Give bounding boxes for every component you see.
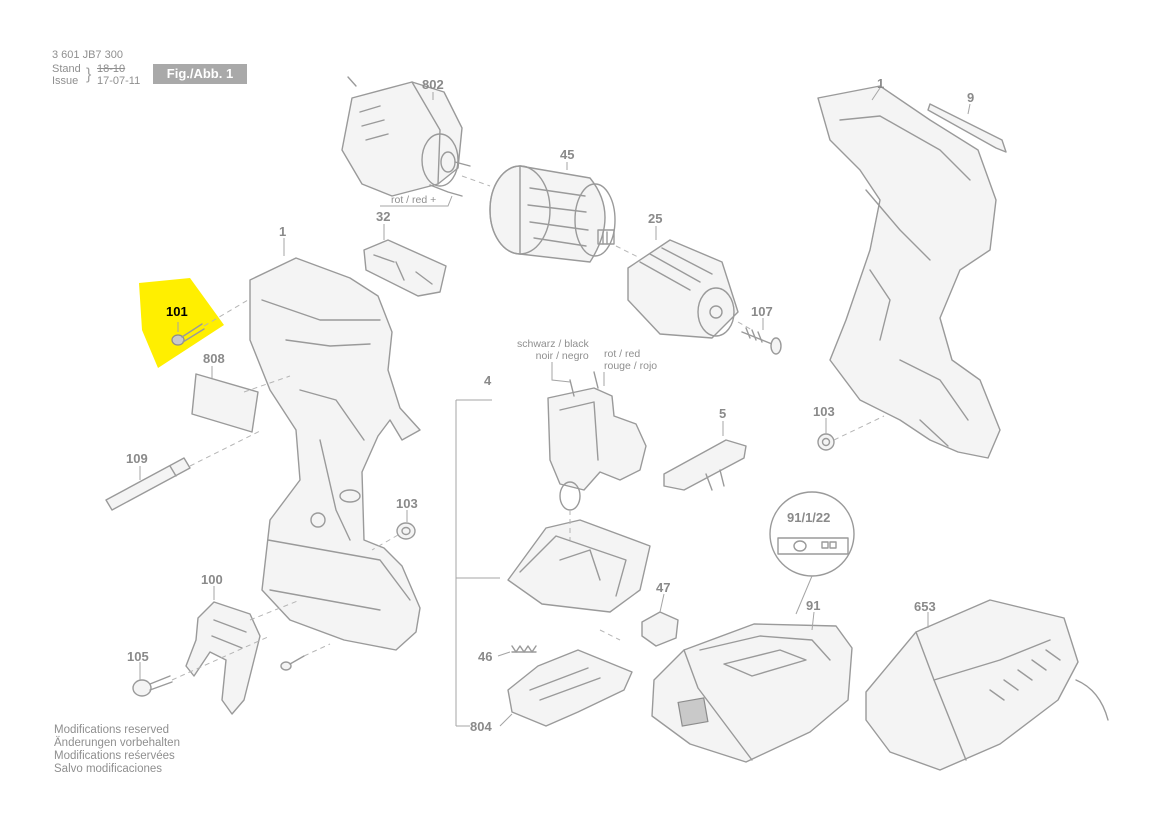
part-label-4: 4 [484,373,492,388]
charger-653 [865,599,1109,771]
part-label-5: 5 [719,406,727,421]
part-label-911-22: 91/1/22 [787,510,831,525]
part-47 [641,611,679,647]
part-label-47: 47 [656,580,671,595]
spring-46 [511,645,537,653]
switch-red-wire-label: rot / red rouge / rojo [604,348,658,372]
part-label-103-right: 103 [813,404,835,419]
part-label-1-left: 1 [279,224,287,239]
modifications-notice: Modifications reserved Änderungen vorbeh… [54,724,180,776]
figure-label: Fig./Abb. 1 [153,64,247,84]
housing-left-1 [249,257,421,651]
clip-100 [185,601,261,715]
screw-small [280,655,305,671]
label-808 [191,373,259,433]
bit-109 [105,457,191,511]
part-101-highlight [139,278,224,368]
nut-103-left [396,522,416,540]
part-32 [363,239,447,297]
label-bubble-911-22 [769,491,855,615]
part-label-45: 45 [560,147,575,162]
part-804 [507,649,633,727]
part-label-32: 32 [376,209,391,224]
part-label-91: 91 [806,598,821,613]
part-label-25: 25 [648,211,663,226]
part-label-100: 100 [201,572,223,587]
part-9 [927,103,1007,153]
motor-wire-label: rot / red + [391,194,437,206]
part-label-802: 802 [422,77,444,92]
brace-glyph: } [86,66,92,83]
screw-105 [132,675,173,697]
issue-label: Issue [52,75,79,87]
notice-line-en: Modifications reserved [54,724,170,736]
leader-lines [139,87,971,727]
notice-line-de: Änderungen vorbehalten [54,737,180,749]
switch-base [507,519,651,613]
part-label-101: 101 [166,304,188,319]
part-label-804: 804 [470,719,492,734]
part-label-109: 109 [126,451,148,466]
gearbox-45 [489,165,616,263]
part-label-105: 105 [127,649,149,664]
switch-4 [547,371,647,511]
issue-date: 17-07-11 [97,75,141,87]
part-5 [663,439,747,491]
part-label-46: 46 [478,649,493,664]
part-label-1-right: 1 [877,76,885,91]
part-label-653: 653 [914,599,936,614]
part-label-107: 107 [751,304,773,319]
part-label-808: 808 [203,351,225,366]
document-number: 3 601 JB7 300 [52,49,123,61]
notice-line-fr: Modifications reśervées [54,750,175,762]
motor-802 [341,76,471,197]
chuck-25 [627,239,739,339]
battery-91 [651,623,853,763]
nut-103-right [817,433,835,451]
notice-line-es: Salvo modificaciones [54,763,163,775]
assembly-lines [171,175,885,681]
stand-label: Stand [52,63,81,75]
switch-black-wire-label: schwarz / black noir / negro [517,338,589,362]
part-label-103-left: 103 [396,496,418,511]
screw-101 [171,322,205,346]
group-4-bracket [455,399,500,727]
part-label-9: 9 [967,90,975,105]
stand-old-value: 18-10 [97,63,126,75]
screw-107 [741,327,782,355]
housing-right-1 [817,85,1001,459]
